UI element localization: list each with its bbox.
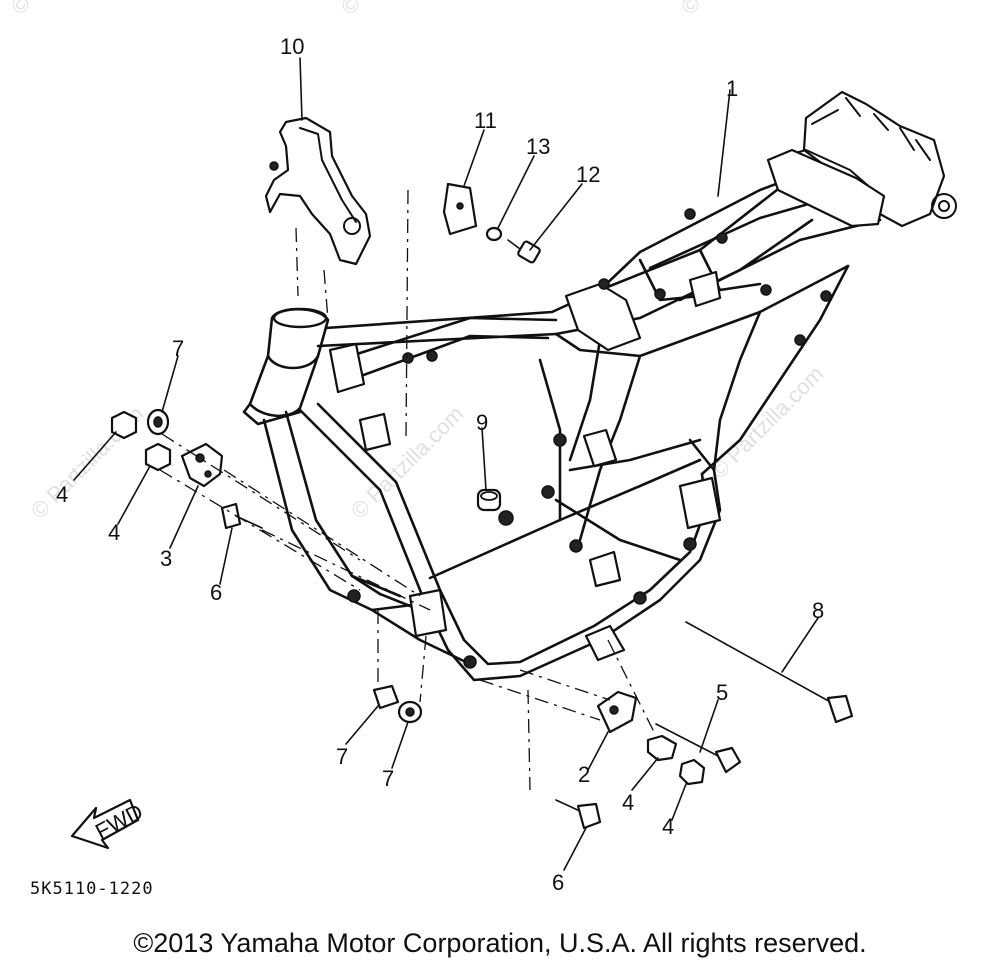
part-7-collar	[372, 684, 423, 724]
callout-5: 5	[716, 680, 728, 705]
part-13-washer	[485, 226, 503, 242]
fwd-arrow: FWD	[70, 799, 147, 850]
part-5-bolt	[655, 723, 742, 774]
callout-9: 9	[476, 410, 488, 435]
part-6-bolt	[555, 799, 602, 830]
part-11-plate	[442, 182, 478, 236]
copyright-notice: ©2013 Yamaha Motor Corporation, U.S.A. A…	[133, 928, 867, 958]
callout-4: 4	[108, 520, 120, 545]
callout-4: 4	[662, 814, 674, 839]
watermark: © Partzilla.com	[336, 0, 459, 20]
watermark: © Partzilla.com	[676, 0, 799, 20]
callout-4: 4	[56, 482, 68, 507]
main-frame	[242, 90, 957, 682]
part-4-nut	[646, 734, 706, 786]
part-4-nut	[110, 410, 172, 472]
callout-6: 6	[210, 580, 222, 605]
callout-labels: 10 11 13 12 1 7 4 4 3 6 9 8 5 7 7 2 4 4 …	[56, 34, 824, 895]
leader-lines	[73, 57, 819, 871]
callout-8: 8	[812, 598, 824, 623]
part-3-engine-bracket	[180, 442, 224, 488]
callout-12: 12	[576, 162, 600, 187]
part-9-bushing	[476, 488, 502, 512]
part-10-bracket	[264, 116, 372, 266]
drawing-code: 5K5110-1220	[30, 879, 154, 899]
callout-11: 11	[474, 108, 497, 133]
callout-3: 3	[160, 546, 172, 571]
callout-7: 7	[336, 744, 348, 769]
callout-10: 10	[280, 34, 304, 59]
callout-1: 1	[726, 76, 738, 101]
callout-7: 7	[382, 766, 394, 791]
part-2-bracket	[596, 690, 638, 734]
watermark: © Partzilla.com	[6, 0, 129, 20]
watermark: © Partzilla.com	[706, 361, 829, 484]
callout-4: 4	[622, 790, 634, 815]
callout-13: 13	[526, 134, 550, 159]
callout-6: 6	[552, 870, 564, 895]
callout-7: 7	[172, 336, 184, 361]
callout-2: 2	[578, 762, 590, 787]
part-7-collar	[146, 408, 170, 436]
part-8-long-bolt	[685, 621, 854, 724]
alignment-lines	[159, 189, 655, 791]
part-6-bolt	[220, 502, 263, 530]
